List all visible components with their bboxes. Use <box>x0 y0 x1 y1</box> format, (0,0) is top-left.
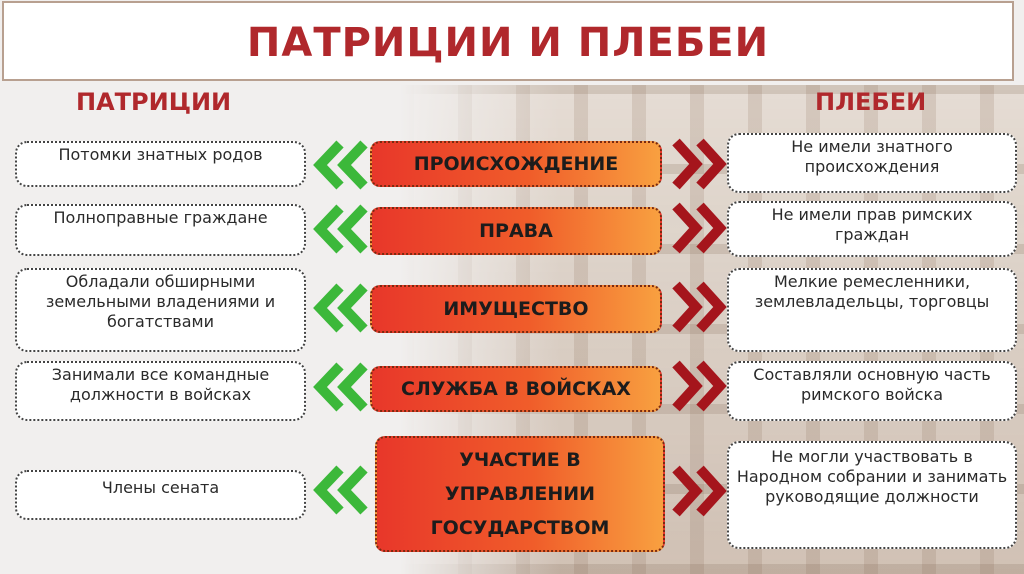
criterion-military: СЛУЖБА В ВОЙСКАХ <box>370 366 662 412</box>
green-chevron-left-icon <box>310 362 372 416</box>
plebeians-origin-box: Не имели знатного происхождения <box>727 133 1017 193</box>
patricians-military-box: Занимали все командные должности в войск… <box>15 361 306 421</box>
criterion-property: ИМУЩЕСТВО <box>370 285 662 333</box>
criterion-rights: ПРАВА <box>370 207 662 255</box>
plebeians-government-box: Не могли участвовать в Народном собрании… <box>727 441 1017 549</box>
red-chevron-right-icon <box>668 202 730 258</box>
green-chevron-left-icon <box>310 465 372 519</box>
title-banner: ПАТРИЦИИ И ПЛЕБЕИ <box>2 1 1014 81</box>
red-chevron-right-icon <box>668 360 730 416</box>
plebeians-rights-box: Не имели прав римских граждан <box>727 201 1017 257</box>
left-column-header: ПАТРИЦИИ <box>76 88 232 116</box>
red-chevron-right-icon <box>668 281 730 337</box>
patricians-government-box: Члены сената <box>15 470 306 520</box>
red-chevron-right-icon <box>668 465 730 521</box>
right-column-header: ПЛЕБЕИ <box>815 88 927 116</box>
criterion-government: УЧАСТИЕ В УПРАВЛЕНИИ ГОСУДАРСТВОМ <box>375 436 665 552</box>
red-chevron-right-icon <box>668 138 730 194</box>
plebeians-military-box: Составляли основную часть римского войск… <box>727 361 1017 421</box>
patricians-origin-box: Потомки знатных родов <box>15 141 306 187</box>
criterion-origin: ПРОИСХОЖДЕНИЕ <box>370 141 662 187</box>
green-chevron-left-icon <box>310 283 372 337</box>
patricians-rights-box: Полноправные граждане <box>15 204 306 256</box>
green-chevron-left-icon <box>310 204 372 258</box>
page-title: ПАТРИЦИИ И ПЛЕБЕИ <box>246 20 770 66</box>
green-chevron-left-icon <box>310 140 372 194</box>
patricians-property-box: Обладали обширными земельными владениями… <box>15 268 306 352</box>
plebeians-property-box: Мелкие ремесленники, землевладельцы, тор… <box>727 268 1017 352</box>
